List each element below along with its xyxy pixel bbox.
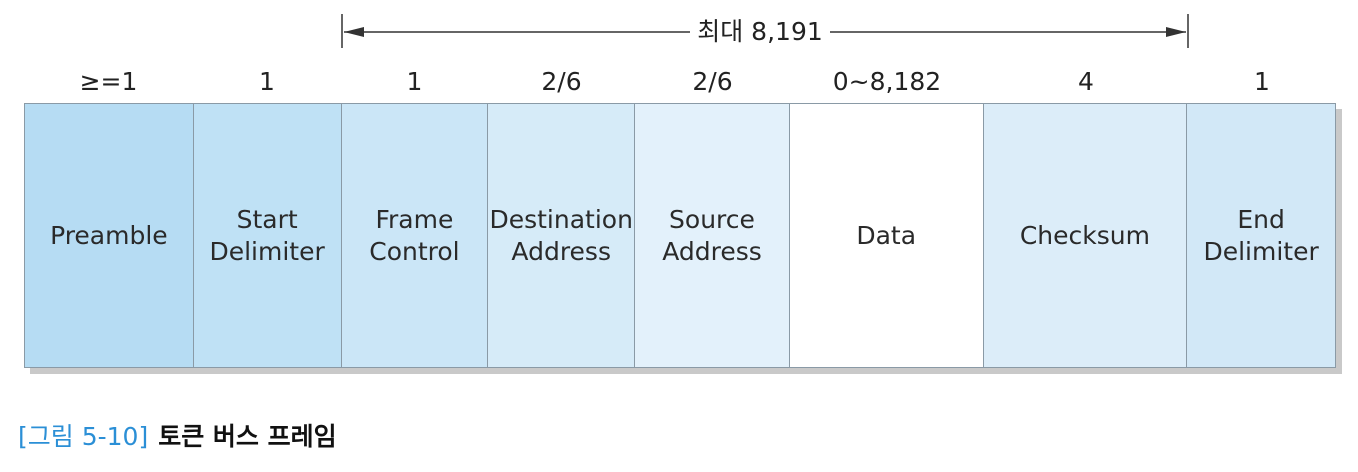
- max-length-span-arrow: [341, 14, 1189, 48]
- max-length-label: 최대 8,191: [690, 15, 830, 49]
- field-end-delimiter: End Delimiter: [1187, 104, 1336, 367]
- token-bus-frame: Preamble Start Delimiter Frame Control D…: [24, 103, 1336, 368]
- field-frame-control: Frame Control: [341, 104, 489, 367]
- field-source-address: Source Address: [635, 104, 790, 367]
- span-right-arrowhead: [1166, 27, 1186, 37]
- field-start-delimiter: Start Delimiter: [193, 104, 342, 367]
- field-checksum: Checksum: [983, 104, 1188, 367]
- size-checksum: 4: [1078, 67, 1094, 96]
- size-preamble: ≥=1: [79, 67, 138, 96]
- figure-number: [그림 5-10]: [18, 422, 149, 451]
- size-start-delimiter: 1: [259, 67, 275, 96]
- size-data: 0~8,182: [832, 67, 942, 96]
- size-end-delimiter: 1: [1254, 67, 1270, 96]
- span-left-arrowhead: [344, 27, 364, 37]
- figure-caption: [그림 5-10] 토큰 버스 프레임: [18, 420, 337, 454]
- size-source-address: 2/6: [692, 67, 733, 96]
- figure-title: 토큰 버스 프레임: [158, 422, 337, 451]
- field-destination-address: Destination Address: [488, 104, 636, 367]
- size-frame-control: 1: [406, 67, 423, 96]
- size-destination-address: 2/6: [541, 67, 582, 96]
- field-data: Data: [789, 104, 984, 367]
- field-preamble: Preamble: [25, 104, 194, 367]
